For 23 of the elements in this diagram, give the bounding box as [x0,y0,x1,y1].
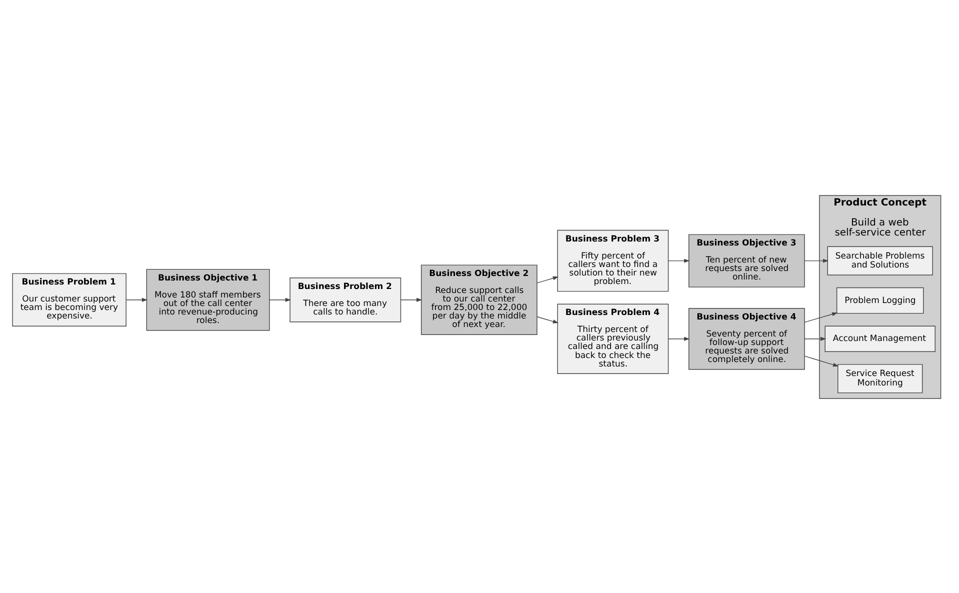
node-box: Business Problem 2 There are too many calls to handle. [290,276,402,322]
node-box: Problem Logging [836,286,924,314]
arrow [804,355,839,366]
node-box: Service Request Monitoring [838,364,923,393]
node-box: Business Problem 3 Fifty percent of callers want to find a solution to their new problem. [557,229,669,292]
arrow [804,258,829,262]
arrow [668,336,690,340]
node-box: Business Objective 3 Ten percent of new requests are solved online. [688,234,805,287]
arrow [536,316,559,323]
node-box: Business Problem 4 Thirty percent of callers previously called and are calling back to check the status. [557,303,669,374]
arrow [804,336,826,340]
arrow [126,297,148,302]
node-box: Account Management [824,325,936,352]
node-box: Business Objective 1 Move 180 staff members out of the call center into revenue-producing roles. [146,268,270,330]
arrow [400,297,422,302]
node-box: Business Objective 2 Reduce support calls to our call center from 25,000 to 22,000 per day by the middle of next year. [420,264,538,334]
arrow [668,258,690,262]
node-box: Business Problem 1 Our customer support team is becoming very expensive. [12,272,126,326]
arrow [269,297,291,302]
node-box: Searchable Problems and Solutions [827,246,933,275]
arrow [804,312,838,322]
node-box: Business Objective 4 Seventy percent of follow-up support requests are solved completely online. [688,308,805,370]
arrow [536,276,559,283]
